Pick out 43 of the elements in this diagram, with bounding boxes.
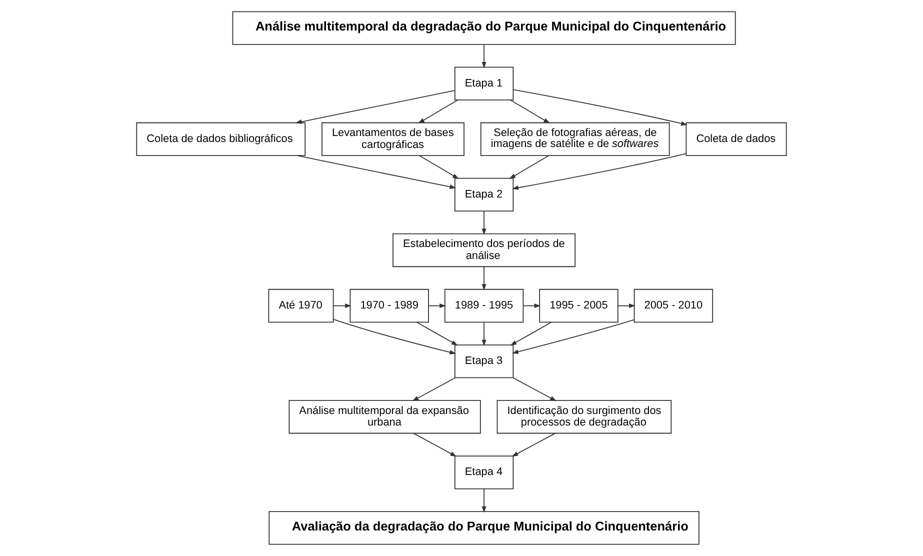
node-box: Levantamentos de bases cartográficas	[322, 122, 464, 156]
node-box: Etapa 2	[454, 178, 514, 212]
node-box: 1970 - 1989	[350, 288, 429, 323]
arrow	[295, 90, 456, 124]
node-box: 1989 - 1995	[444, 288, 524, 323]
node-box: 1995 - 2005	[539, 288, 618, 323]
arrow	[522, 304, 541, 308]
arrow	[428, 304, 446, 308]
arrow	[418, 155, 459, 179]
arrow	[482, 488, 486, 513]
arrow	[512, 89, 688, 126]
arrow	[512, 319, 635, 354]
arrow	[418, 100, 458, 124]
node-box: Seleção de fotografias aéreas, de imagens de satélite e de softwares	[480, 122, 670, 156]
arrow	[512, 377, 556, 402]
arrow	[332, 304, 352, 308]
arrow	[412, 377, 456, 402]
arrow	[482, 210, 486, 235]
arrow	[482, 44, 486, 68]
arrow	[510, 322, 552, 346]
arrow	[416, 322, 458, 346]
arrow	[510, 100, 550, 124]
node-box: Etapa 3	[454, 344, 514, 378]
arrow	[333, 318, 456, 354]
arrow	[296, 155, 456, 189]
arrow	[512, 432, 556, 457]
arrow	[413, 432, 457, 457]
arrow	[618, 304, 636, 308]
node-box: Avaliação da degradação do Parque Municipal do Cinquentenário	[268, 511, 700, 545]
node-box: Etapa 1	[454, 66, 514, 100]
node-box: Etapa 4	[454, 456, 514, 490]
arrow	[509, 155, 550, 179]
arrow	[482, 266, 486, 291]
node-box: 2005 - 2010	[634, 288, 714, 323]
node-box: Estabelecimento dos períodos de análise	[392, 233, 576, 268]
arrow	[482, 322, 486, 346]
node-box: Análise multitemporal da expansão urbana	[288, 400, 481, 434]
node-box: Coleta de dados bibliográficos	[136, 122, 306, 156]
node-box: Até 1970	[268, 288, 334, 323]
node-box: Análise multitemporal da degradação do Parque Municipal do Cinquentenário	[232, 11, 736, 45]
node-box: Identificação do surgimento dos processos de degradação	[496, 400, 672, 434]
arrow	[512, 153, 687, 190]
node-box: Coleta de dados	[686, 122, 787, 156]
